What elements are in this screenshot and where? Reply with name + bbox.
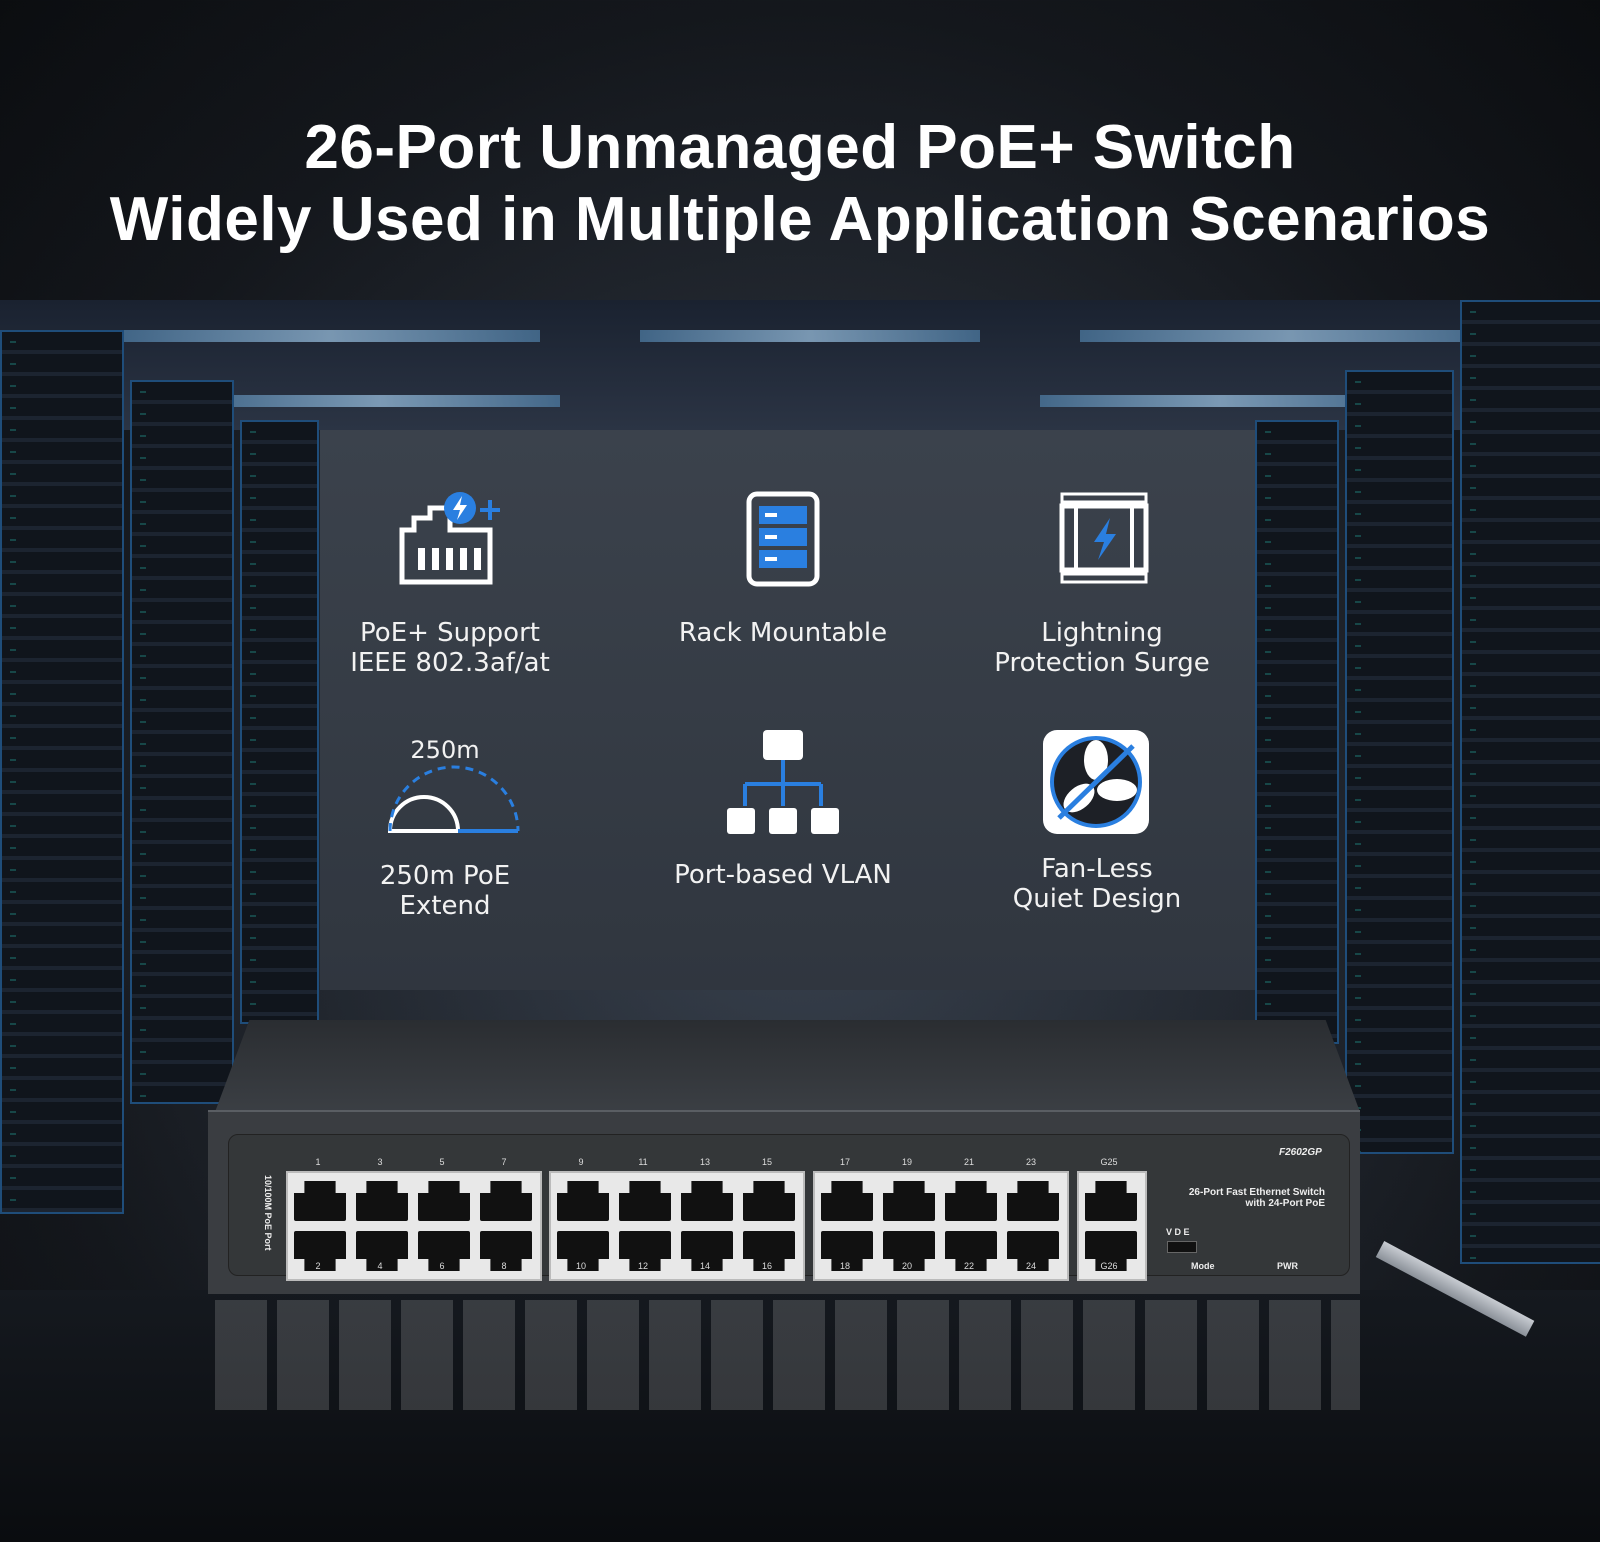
feature-label: Protection Surge: [994, 648, 1210, 678]
feature-fanless: Fan-Less Quiet Design: [947, 728, 1247, 914]
ethernet-port[interactable]: [883, 1181, 935, 1221]
poe-switch: 10/100M PoE Port F2602GP 26-Port Fast Et…: [208, 1110, 1360, 1294]
port-number-top: 21: [963, 1157, 974, 1167]
port-number-bottom: 10: [575, 1261, 586, 1271]
port-number-bottom: G26: [1100, 1261, 1118, 1271]
floor: [0, 1290, 1600, 1542]
ethernet-port[interactable]: [1007, 1181, 1059, 1221]
server-rack-left: [130, 380, 234, 1104]
port-number-top: 15: [761, 1157, 772, 1167]
feature-label: Port-based VLAN: [674, 860, 892, 890]
feature-vlan: Port-based VLAN: [633, 728, 933, 890]
ceiling-light: [1040, 395, 1400, 407]
port-group: [286, 1171, 542, 1281]
feature-rack: Rack Mountable: [633, 490, 933, 648]
power-label: PWR: [1277, 1261, 1298, 1271]
feature-lightning: Lightning Protection Surge: [952, 490, 1252, 678]
port-number-top: G25: [1100, 1157, 1118, 1167]
feature-label: PoE+ Support: [360, 618, 540, 648]
mode-switch[interactable]: [1167, 1241, 1197, 1253]
port-group: [549, 1171, 805, 1281]
distance-label: 250m: [410, 736, 480, 764]
port-number-top: 7: [501, 1157, 507, 1167]
ceiling-light: [200, 395, 560, 407]
port-number-bottom: 12: [637, 1261, 648, 1271]
front-panel: 10/100M PoE Port F2602GP 26-Port Fast Et…: [228, 1134, 1350, 1281]
device-description: 26-Port Fast Ethernet Switch with 24-Por…: [1149, 1187, 1325, 1209]
port-number-bottom: 4: [377, 1261, 383, 1271]
ethernet-port[interactable]: [945, 1181, 997, 1221]
ethernet-port[interactable]: [681, 1181, 733, 1221]
feature-label: Lightning: [1041, 618, 1163, 648]
port-number-bottom: 18: [839, 1261, 850, 1271]
ethernet-port[interactable]: [1085, 1181, 1137, 1221]
feature-250m: 250m 250m PoE Extend: [295, 735, 595, 921]
port-group: [813, 1171, 1069, 1281]
port-number-bottom: 16: [761, 1261, 772, 1271]
feature-label: Extend: [399, 891, 491, 921]
server-rack-left: [240, 420, 319, 1024]
ethernet-port[interactable]: [557, 1181, 609, 1221]
server-rack-right: [1345, 370, 1454, 1154]
port-number-bottom: 22: [963, 1261, 974, 1271]
port-number-top: 3: [377, 1157, 383, 1167]
port-number-top: 9: [578, 1157, 584, 1167]
server-rack-right: [1460, 300, 1600, 1264]
description-line2: with 24-Port PoE: [1245, 1198, 1325, 1209]
port-number-top: 1: [315, 1157, 321, 1167]
mode-label: Mode: [1191, 1261, 1215, 1271]
distance-arc-icon: [387, 765, 520, 833]
ethernet-port[interactable]: [356, 1181, 408, 1221]
server-rack-right: [1255, 420, 1339, 1044]
ethernet-port[interactable]: [418, 1181, 470, 1221]
feature-poe: PoE+ Support IEEE 802.3af/at: [300, 490, 600, 678]
port-number-bottom: 6: [439, 1261, 445, 1271]
feature-label: IEEE 802.3af/at: [350, 648, 550, 678]
model-number: F2602GP: [1279, 1147, 1322, 1158]
ethernet-port[interactable]: [619, 1181, 671, 1221]
headline-line2: Widely Used in Multiple Application Scen…: [109, 185, 1491, 254]
port-type-label: 10/100M PoE Port: [263, 1175, 273, 1251]
port-number-top: 19: [901, 1157, 912, 1167]
feature-label: Quiet Design: [1012, 884, 1182, 914]
port-number-top: 23: [1025, 1157, 1036, 1167]
switch-reflection: [215, 1300, 1360, 1410]
server-rack-left: [0, 330, 124, 1214]
poe-port-icon: [399, 492, 500, 585]
port-number-top: 5: [439, 1157, 445, 1167]
vlan-tree-icon: [727, 730, 839, 834]
description-line1: 26-Port Fast Ethernet Switch: [1188, 1187, 1325, 1198]
headline-line1: 26-Port Unmanaged PoE+ Switch: [304, 113, 1296, 182]
ceiling-light: [1080, 330, 1500, 342]
port-number-top: 11: [638, 1157, 648, 1167]
port-group: [1077, 1171, 1147, 1281]
mode-letters: V D E: [1166, 1227, 1190, 1237]
switch-top-surface: [215, 1020, 1360, 1112]
port-number-top: 17: [839, 1157, 850, 1167]
ceiling: [0, 300, 1600, 430]
port-number-bottom: 24: [1025, 1261, 1036, 1271]
ethernet-port[interactable]: [743, 1181, 795, 1221]
fan-off-icon: [1043, 730, 1149, 834]
port-number-top: 13: [699, 1157, 710, 1167]
ethernet-port[interactable]: [294, 1181, 346, 1221]
port-number-bottom: 20: [901, 1261, 912, 1271]
ceiling-light: [640, 330, 980, 342]
ceiling-light: [120, 330, 540, 342]
feature-label: 250m PoE: [379, 861, 511, 891]
lightning-protection-icon: [1059, 492, 1149, 584]
port-number-bottom: 8: [501, 1261, 507, 1271]
feature-label: Fan-Less: [1041, 854, 1153, 884]
port-number-bottom: 14: [699, 1261, 710, 1271]
port-number-bottom: 2: [315, 1261, 321, 1271]
ethernet-port[interactable]: [480, 1181, 532, 1221]
ethernet-port[interactable]: [821, 1181, 873, 1221]
server-rack-icon: [746, 491, 820, 587]
feature-label: Rack Mountable: [678, 618, 888, 648]
